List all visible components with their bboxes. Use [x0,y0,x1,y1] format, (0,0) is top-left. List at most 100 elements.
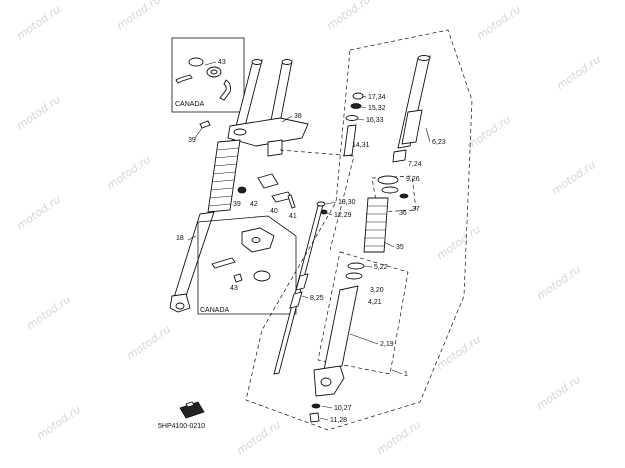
callout-5-22: 5,22 [374,264,388,271]
clamp-part [257,173,279,189]
callout-12-29: 12,29 [334,212,352,219]
slide-bushing [392,149,407,163]
bolt-part [211,257,236,269]
callout-41: 41 [289,213,297,220]
leader-line [357,118,365,121]
leader-line [325,212,333,216]
leader-line [425,127,431,143]
watermark: motod.ru [104,153,153,193]
dust-seal-clip [381,186,399,194]
watermark: motod.ru [14,193,63,233]
clamp-parts-cluster: 39 42 40 41 [233,173,297,220]
leader-line [325,201,337,205]
bolt-39-part [199,120,211,129]
reflector-hole [210,69,218,75]
callout-6-23: 6,23 [432,139,446,146]
watermark: motod.ru [234,418,283,458]
o-ring [350,103,362,109]
guide-line [279,149,355,251]
watermark: motod.ru [24,293,73,333]
canada-label-top: CANADA [175,101,205,108]
reference-code: 5HP4100-0210 [158,423,205,430]
rebound-spring [295,273,309,291]
callout-1: 1 [404,371,408,378]
canada-inset-bottom: 43 CANADA [197,215,297,315]
retaining-clip [345,272,363,280]
circlip [345,115,359,121]
right-fork-assembly: 17,34 15,32 16,33 14,31 6,23 7,24 9,26 3… [309,55,446,424]
watermark: motod.ru [14,3,63,43]
leader-line [319,417,329,421]
watermark: motod.ru [554,53,603,93]
callout-11-28: 11,28 [330,417,347,424]
watermark: motod.ru [549,158,598,198]
fork-spring-upper [401,109,423,145]
spring-part [289,291,303,309]
fork-edge-part [219,79,231,101]
leader-line [349,333,379,345]
dust-seal [347,262,365,270]
leader-line [204,61,217,66]
callout-2-19: 2,19 [380,341,394,348]
damper-rod-assembly: 13,30 12,29 8,25 [273,199,356,375]
callout-9-26: 9,26 [406,176,420,183]
leader-line [360,106,367,109]
leader-line [321,405,333,409]
leader-line [301,295,309,299]
outer-slider [171,211,215,305]
watermark: motod.ru [374,418,423,458]
watermark: motod.ru [114,0,163,32]
callout-40: 40 [270,208,278,215]
watermark: motod.ru [474,3,523,43]
callout-38: 38 [294,113,302,120]
leader-line [383,241,395,248]
callout-16-33: 16,33 [366,117,384,124]
leader-line [361,95,367,98]
o-ring [320,209,328,215]
callout-7-24: 7,24 [408,161,422,168]
leader-line [194,127,203,139]
callout-42: 42 [250,201,258,208]
watermark: motod.ru [434,333,483,373]
watermark: motod.ru [534,263,583,303]
steering-stem [267,139,283,157]
inner-tube-top [417,55,431,61]
fork-boot [207,139,241,213]
watermark: motod.ru [464,113,513,153]
right-fork-dashed-outline [245,29,473,431]
callout-10-27: 10,27 [334,405,352,412]
callout-18: 18 [176,235,184,242]
callout-17-34: 17,34 [368,94,386,101]
watermark: motod.ru [434,223,483,263]
inset-frame [171,37,245,113]
left-fork-assembly: 18 39 38 [169,59,309,313]
leader-line [391,369,403,375]
callout-4-21: 4,21 [368,299,382,306]
drain-bolt [309,412,320,423]
callout-43-bottom: 43 [230,285,238,292]
watermark: motod.ru [324,0,373,32]
leader-line [281,115,293,123]
callout-43-top: 43 [218,59,226,66]
callout-35: 35 [396,244,404,251]
inset-frame [197,215,297,315]
callout-13-30: 13,30 [338,199,356,206]
tube-cap [251,59,263,65]
watermark: motod.ru [124,323,173,363]
leader-line [363,265,373,268]
callout-37: 37 [412,206,420,213]
callout-36: 36 [399,210,407,217]
watermark: motod.ru [534,373,583,413]
bracket-hole [251,237,261,243]
callout-39-b: 39 [233,201,241,208]
watermark-layer: motod.ru motod.ru motod.ru motod.ru moto… [14,0,603,457]
washer-part [233,273,243,283]
callout-15-32: 15,32 [368,105,386,112]
piston-ring [316,201,326,207]
axle-hole [320,377,332,387]
fork-boot-right [363,197,389,253]
leader-line [187,235,197,241]
callout-8-25: 8,25 [310,295,324,302]
